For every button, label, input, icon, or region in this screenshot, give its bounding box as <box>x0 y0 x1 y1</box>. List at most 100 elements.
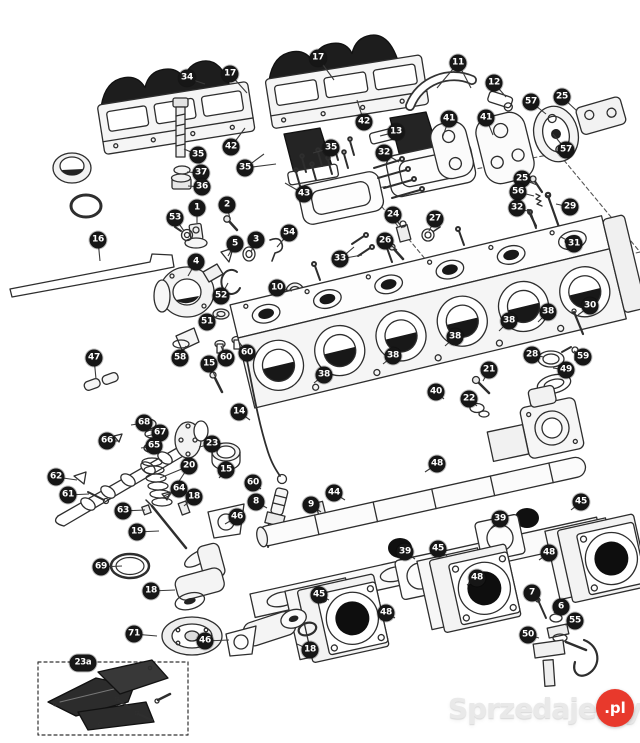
callout-3: 3 <box>247 231 265 249</box>
callout-17: 17 <box>309 49 327 67</box>
callout-31: 31 <box>565 235 583 253</box>
callout-48: 48 <box>468 569 486 587</box>
callout-15: 15 <box>217 461 235 479</box>
callout-8: 8 <box>247 493 265 511</box>
callout-60: 60 <box>238 344 256 362</box>
callout-18: 18 <box>185 488 203 506</box>
callout-37: 37 <box>192 164 210 182</box>
callout-41: 41 <box>477 109 495 127</box>
callout-9: 9 <box>302 496 320 514</box>
inset-box-23a <box>37 661 189 736</box>
callout-71: 71 <box>125 625 143 643</box>
callout-7: 7 <box>523 584 541 602</box>
callout-48: 48 <box>377 604 395 622</box>
callout-66: 66 <box>98 432 116 450</box>
callout-59: 59 <box>574 348 592 366</box>
callout-52: 52 <box>212 287 230 305</box>
callout-26: 26 <box>376 232 394 250</box>
callout-28: 28 <box>523 346 541 364</box>
callout-47: 47 <box>85 349 103 367</box>
callout-38: 38 <box>446 328 464 346</box>
callout-27: 27 <box>426 210 444 228</box>
gallery-pipe-wedge <box>9 253 175 298</box>
callout-69: 69 <box>92 558 110 576</box>
callout-14: 14 <box>230 403 248 421</box>
callout-45: 45 <box>310 586 328 604</box>
callout-43: 43 <box>295 185 313 203</box>
watermark-pl-badge: .pl <box>596 689 634 727</box>
callout-22: 22 <box>460 390 478 408</box>
callout-6: 6 <box>552 598 570 616</box>
bracket-kit-23a <box>47 659 172 731</box>
callout-21: 21 <box>480 361 498 379</box>
callout-45: 45 <box>429 540 447 558</box>
callout-39: 39 <box>491 510 509 528</box>
callout-65: 65 <box>145 437 163 455</box>
callout-41: 41 <box>440 110 458 128</box>
callout-49: 49 <box>557 361 575 379</box>
callout-68: 68 <box>135 414 153 432</box>
callout-11: 11 <box>449 54 467 72</box>
callout-46: 46 <box>228 508 246 526</box>
callout-19: 19 <box>128 523 146 541</box>
exhaust-manifold-right <box>264 34 429 129</box>
callout-48: 48 <box>540 544 558 562</box>
end-plates <box>430 96 627 185</box>
water-pump-housing <box>153 263 224 318</box>
callout-25: 25 <box>513 170 531 188</box>
callout-32: 32 <box>508 199 526 217</box>
callout-1: 1 <box>188 199 206 217</box>
callout-50: 50 <box>519 626 537 644</box>
callout-40: 40 <box>427 383 445 401</box>
callout-4: 4 <box>187 253 205 271</box>
callout-53: 53 <box>166 209 184 227</box>
drain-tap-assembly <box>532 597 599 687</box>
callout-61: 61 <box>59 486 77 504</box>
callout-67: 67 <box>151 424 169 442</box>
callout-30: 30 <box>581 297 599 315</box>
callout-42: 42 <box>355 113 373 131</box>
callout-15: 15 <box>200 355 218 373</box>
callout-62: 62 <box>47 468 65 486</box>
pulley <box>161 616 223 656</box>
callout-33: 33 <box>331 250 349 268</box>
callout-60: 60 <box>217 349 235 367</box>
camshaft <box>54 371 209 527</box>
callout-23: 23 <box>203 435 221 453</box>
callout-64: 64 <box>170 480 188 498</box>
callout-13: 13 <box>387 123 405 141</box>
callout-2: 2 <box>218 196 236 214</box>
callout-5: 5 <box>226 235 244 253</box>
callout-38: 38 <box>384 347 402 365</box>
callout-57: 57 <box>522 93 540 111</box>
callout-10: 10 <box>268 279 286 297</box>
callout-20: 20 <box>180 457 198 475</box>
callout-23a: 23a <box>69 654 97 672</box>
filler-cap-and-oring <box>52 152 103 219</box>
long-bolt-washer-nut <box>170 97 192 190</box>
callout-46: 46 <box>196 632 214 650</box>
callout-18: 18 <box>301 641 319 659</box>
callout-38: 38 <box>500 312 518 330</box>
callout-35: 35 <box>189 146 207 164</box>
carb-blocks <box>284 513 640 663</box>
callout-54: 54 <box>280 224 298 242</box>
callout-39: 39 <box>396 543 414 561</box>
callout-32: 32 <box>375 144 393 162</box>
callout-56: 56 <box>509 183 527 201</box>
callout-42: 42 <box>222 138 240 156</box>
callout-16: 16 <box>89 231 107 249</box>
callout-17: 17 <box>221 65 239 83</box>
callout-60: 60 <box>244 474 262 492</box>
callout-34: 34 <box>178 69 196 87</box>
callout-57: 57 <box>557 141 575 159</box>
callout-58: 58 <box>171 349 189 367</box>
callout-18: 18 <box>142 582 160 600</box>
callout-38: 38 <box>315 366 333 384</box>
callout-55: 55 <box>566 612 584 630</box>
callout-35: 35 <box>236 159 254 177</box>
callout-51: 51 <box>198 313 216 331</box>
callout-44: 44 <box>325 484 343 502</box>
callout-29: 29 <box>561 198 579 216</box>
